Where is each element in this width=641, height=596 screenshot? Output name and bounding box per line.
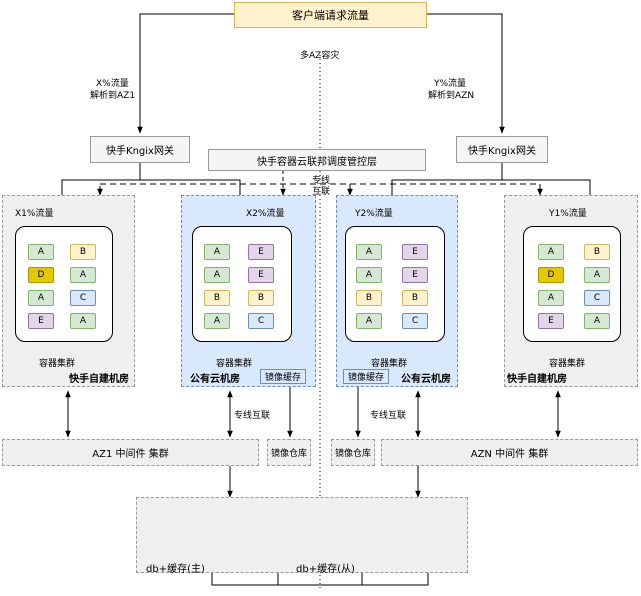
x2-traffic-pct: X2%流量: [246, 209, 285, 219]
container-node: A: [356, 244, 382, 260]
left-image-registry: 镜像仓库: [267, 439, 311, 466]
container-node: A: [204, 313, 230, 329]
datacenter-y1: Y1%流量 容器集群 快手自建机房: [504, 195, 638, 387]
container-node: A: [28, 244, 54, 260]
container-node: A: [538, 290, 564, 306]
container-node: A: [204, 244, 230, 260]
datacenter-x1: X1%流量 容器集群 快手自建机房: [2, 195, 135, 387]
y1-traffic-pct: Y1%流量: [549, 209, 587, 219]
container-node: B: [356, 290, 382, 306]
right-resolve-label: 解析到AZN: [428, 91, 475, 101]
container-node: A: [584, 313, 610, 329]
storage-group: [136, 497, 468, 573]
container-node: A: [584, 267, 610, 283]
container-node: E: [402, 244, 428, 260]
y1-room-label: 快手自建机房: [507, 374, 567, 385]
replica-storage-label: db+缓存(从): [296, 564, 355, 575]
private-line-label-1: 专线: [312, 176, 331, 186]
container-node: A: [356, 267, 382, 283]
y2-traffic-pct: Y2%流量: [355, 209, 393, 219]
container-node: D: [538, 267, 564, 283]
private-line-label-2: 互联: [312, 187, 331, 197]
federation-control-layer: 快手容器云联邦调度管控层: [208, 149, 426, 171]
left-traffic-pct: X%流量: [96, 79, 129, 89]
datacenter-y2: Y2%流量 容器集群 镜像缓存 公有云机房: [336, 195, 458, 387]
left-private-line-label: 专线互联: [234, 411, 271, 421]
container-node: C: [402, 313, 428, 329]
container-node: C: [584, 290, 610, 306]
x1-traffic-pct: X1%流量: [15, 209, 54, 219]
container-node: A: [70, 313, 96, 329]
primary-storage-label: db+缓存(主): [146, 564, 205, 575]
container-node: B: [204, 290, 230, 306]
y2-cluster-label: 容器集群: [371, 359, 408, 369]
x2-image-cache: 镜像缓存: [260, 369, 306, 384]
datacenter-x2: X2%流量 容器集群 公有云机房 镜像缓存: [181, 195, 316, 387]
x1-cluster-label: 容器集群: [39, 359, 76, 369]
right-image-registry: 镜像仓库: [331, 439, 375, 466]
client-to-right-gateway: [427, 13, 505, 134]
right-gateway: 快手Kngix网关: [456, 136, 548, 163]
container-node: E: [28, 313, 54, 329]
container-node: B: [584, 244, 610, 260]
container-node: A: [70, 267, 96, 283]
container-node: D: [28, 267, 54, 283]
container-node: A: [204, 267, 230, 283]
container-node: A: [538, 244, 564, 260]
container-node: B: [402, 290, 428, 306]
client-traffic-box: 客户端请求流量: [234, 2, 427, 28]
right-traffic-pct: Y%流量: [434, 79, 467, 89]
multi-az-label: 多AZ容灾: [300, 51, 340, 61]
container-node: E: [248, 244, 274, 260]
y2-image-cache: 镜像缓存: [343, 369, 389, 384]
container-node: C: [248, 313, 274, 329]
container-node: E: [402, 267, 428, 283]
y2-room-label: 公有云机房: [401, 374, 451, 385]
x2-cluster-label: 容器集群: [216, 359, 253, 369]
container-node: E: [248, 267, 274, 283]
left-gateway: 快手Kngix网关: [90, 136, 190, 163]
container-node: A: [28, 290, 54, 306]
azn-middleware-cluster: AZN 中间件 集群: [381, 439, 638, 466]
container-node: B: [248, 290, 274, 306]
container-node: A: [356, 313, 382, 329]
container-node: C: [70, 290, 96, 306]
x1-room-label: 快手自建机房: [69, 374, 129, 385]
x2-room-label: 公有云机房: [190, 374, 240, 385]
left-resolve-label: 解析到AZ1: [90, 91, 136, 101]
right-private-line-label: 专线互联: [370, 411, 407, 421]
az1-middleware-cluster: AZ1 中间件 集群: [2, 439, 259, 466]
container-node: B: [70, 244, 96, 260]
container-node: E: [538, 313, 564, 329]
y1-cluster-label: 容器集群: [549, 359, 586, 369]
client-to-left-gateway: [137, 13, 234, 134]
